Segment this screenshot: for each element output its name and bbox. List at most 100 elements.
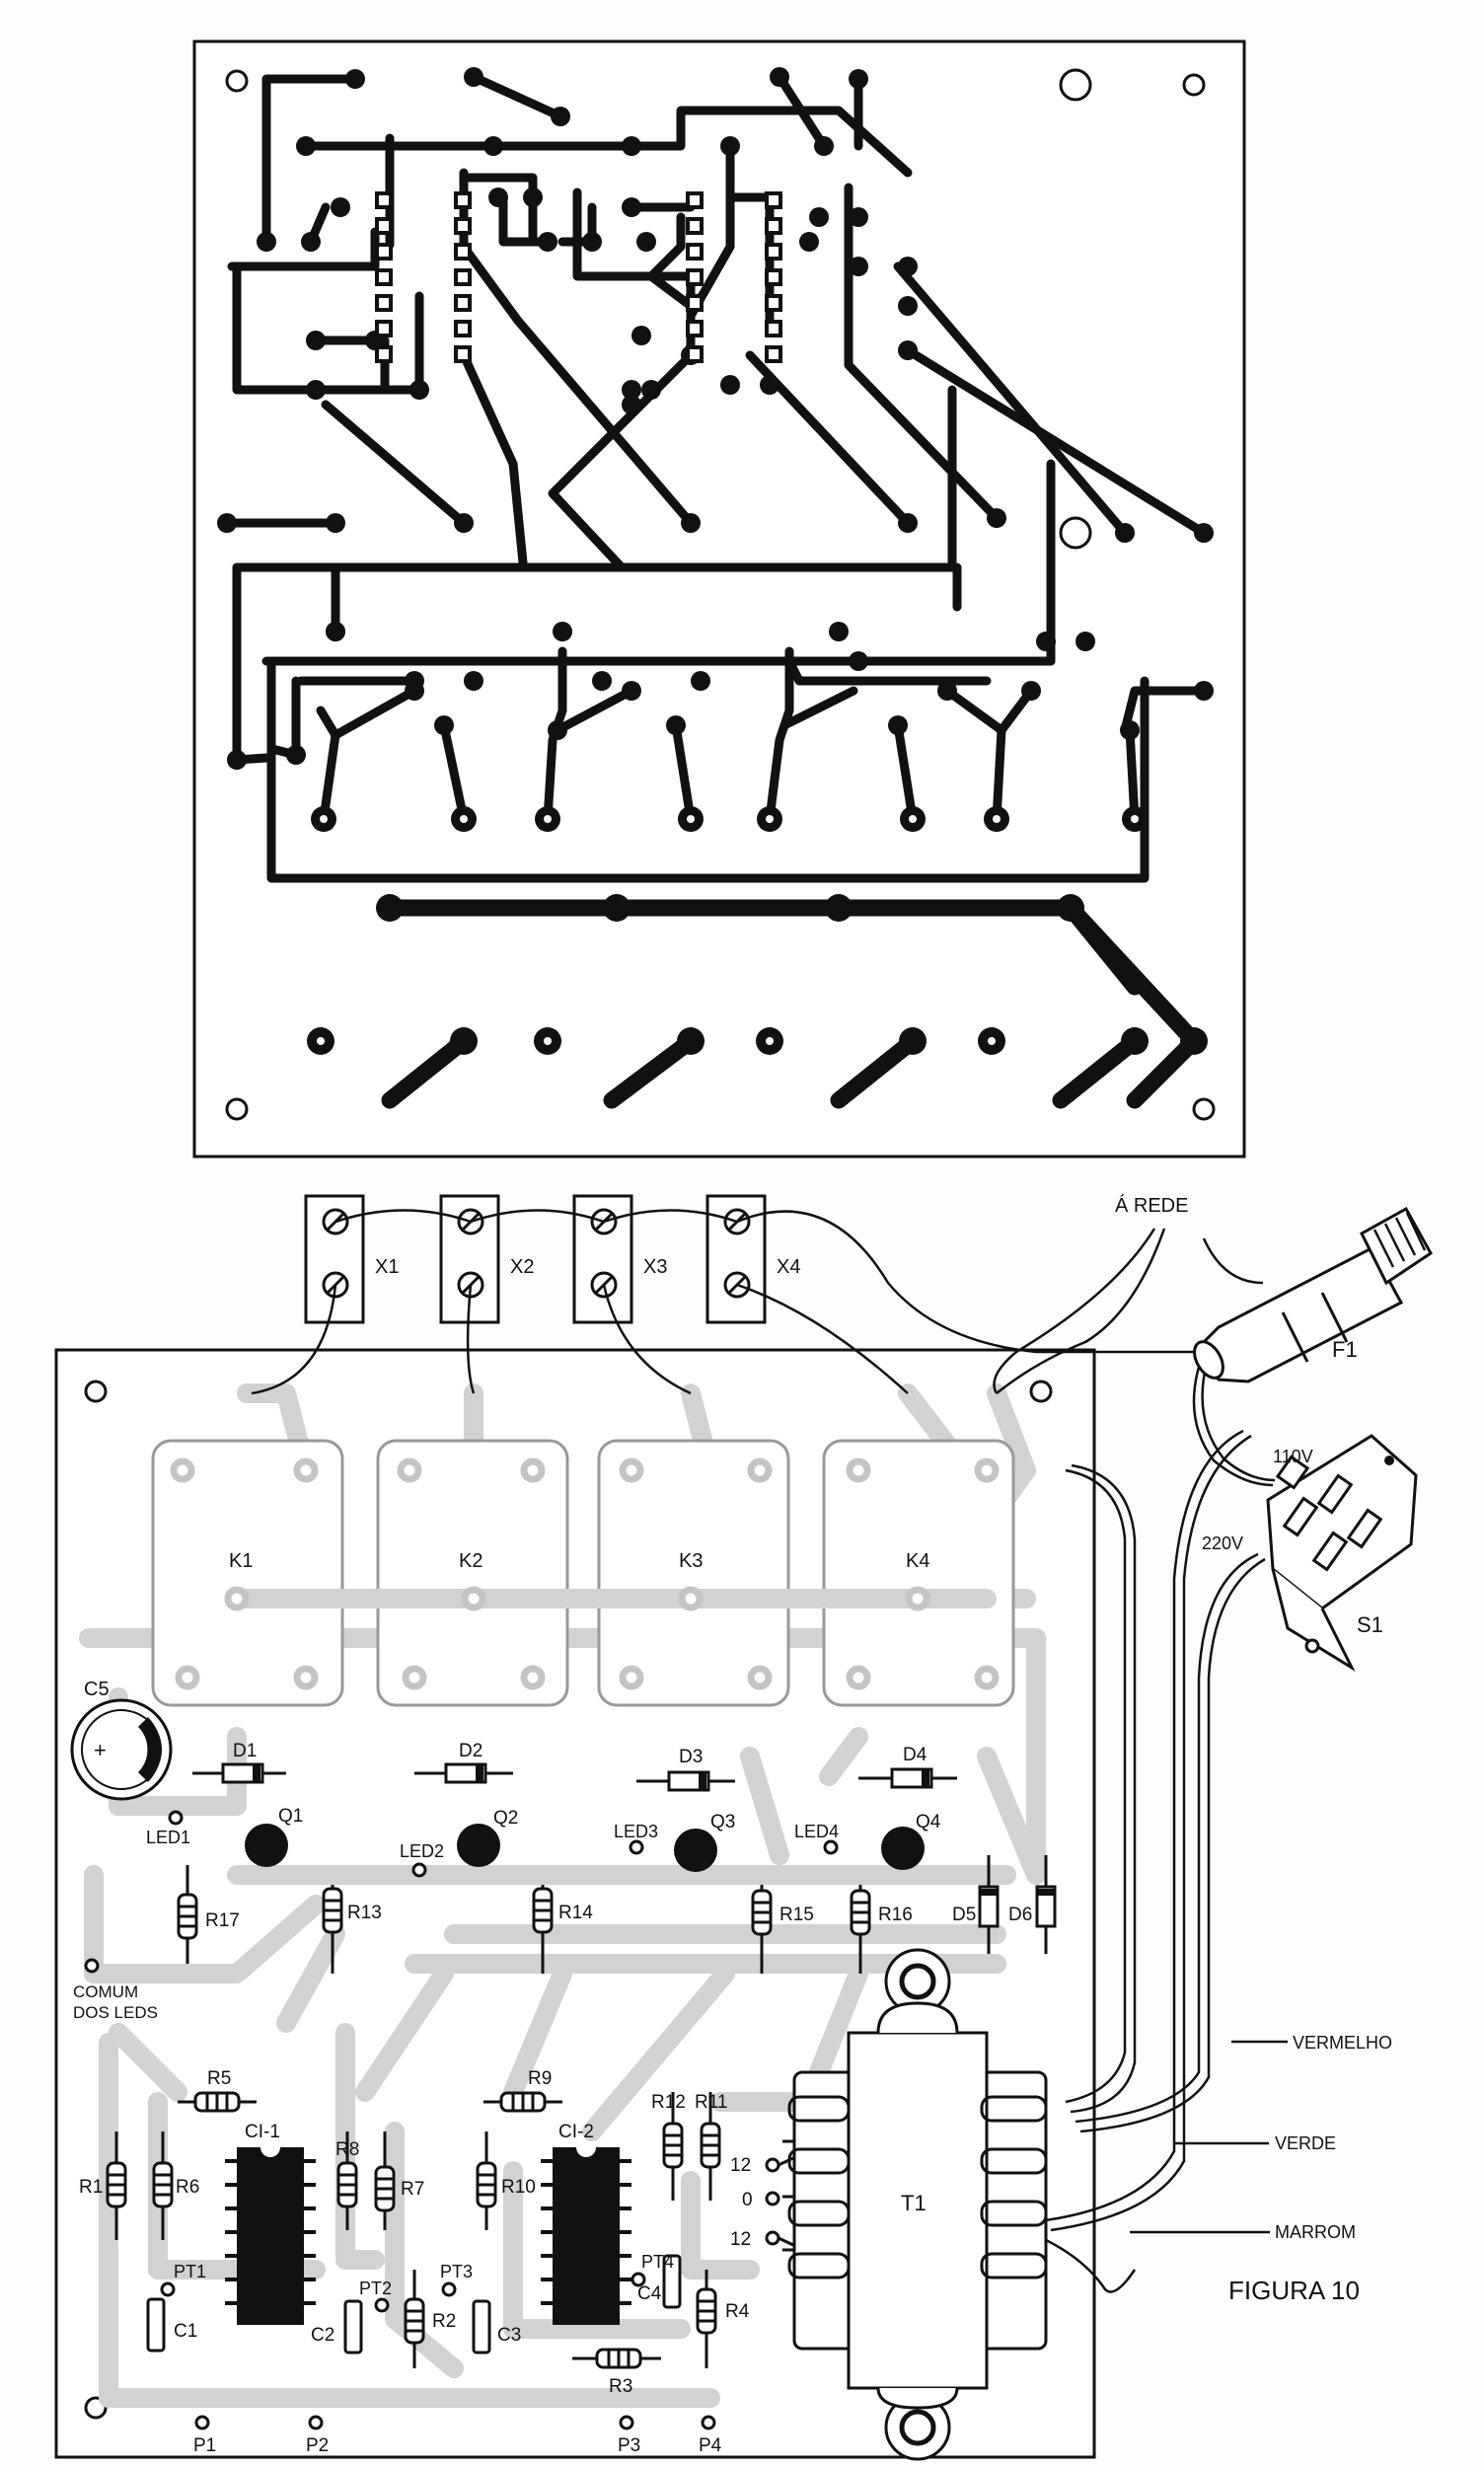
relay-k4 xyxy=(822,1439,1015,1707)
label-r10: R10 xyxy=(501,2177,536,2198)
label-r4: R4 xyxy=(725,2301,750,2322)
label-k1: K1 xyxy=(229,1550,253,1572)
label-r5: R5 xyxy=(207,2068,231,2089)
label-p4: P4 xyxy=(699,2435,722,2456)
label-r15: R15 xyxy=(779,1905,814,1925)
transistor-q2 xyxy=(457,1824,500,1867)
figure-caption: FIGURA 10 xyxy=(1228,2276,1360,2305)
label-r2: R2 xyxy=(432,2311,456,2332)
ic-ci-1 xyxy=(225,2147,316,2325)
copper-board-outline xyxy=(192,39,1246,1159)
svg-text:+: + xyxy=(94,1738,107,1762)
label-c5: C5 xyxy=(84,1679,110,1700)
label-c2: C2 xyxy=(311,2325,334,2346)
label-t1: T1 xyxy=(901,2191,927,2215)
label-r8: R8 xyxy=(335,2139,359,2160)
label-d1: D1 xyxy=(233,1741,257,1761)
label-tap-12a: 12 xyxy=(730,2155,751,2176)
copper-board xyxy=(192,39,1246,1159)
label-comum: COMUM xyxy=(73,1982,138,2001)
label-r7: R7 xyxy=(401,2179,424,2200)
capacitor-c1 xyxy=(146,2297,166,2353)
label-r11: R11 xyxy=(695,2092,727,2113)
label-c3: C3 xyxy=(497,2325,521,2346)
label-r3: R3 xyxy=(609,2376,632,2397)
label-tap-12b: 12 xyxy=(730,2229,751,2250)
label-d4: D4 xyxy=(903,1745,928,1765)
mount-hole xyxy=(1059,68,1092,102)
label-ci1: CI-1 xyxy=(245,2122,280,2142)
label-pt4: PT4 xyxy=(641,2252,674,2272)
label-r6: R6 xyxy=(176,2177,199,2198)
label-x1: X1 xyxy=(375,1256,399,1278)
fuse-holder-f1 xyxy=(1191,1206,1433,1383)
label-led1: LED1 xyxy=(146,1828,190,1847)
label-led2: LED2 xyxy=(400,1841,444,1861)
label-x3: X3 xyxy=(643,1256,667,1278)
label-vermelho: VERMELHO xyxy=(1293,2033,1392,2053)
transistor-q3 xyxy=(674,1829,717,1872)
label-q2: Q2 xyxy=(493,1808,518,1829)
label-r13: R13 xyxy=(347,1903,382,1923)
label-c4: C4 xyxy=(637,2283,662,2304)
label-dos-leds: DOS LEDS xyxy=(73,2003,158,2022)
label-tap-0: 0 xyxy=(742,2190,753,2210)
label-d3: D3 xyxy=(679,1747,703,1767)
ic-ci-2 xyxy=(541,2147,631,2325)
label-r12: R12 xyxy=(651,2092,686,2113)
label-verde: VERDE xyxy=(1275,2133,1336,2153)
label-led3: LED3 xyxy=(614,1822,658,1841)
label-110v: 110V xyxy=(1273,1447,1313,1466)
label-d5: D5 xyxy=(952,1905,976,1925)
relay-k3 xyxy=(597,1439,790,1707)
switch-s1 xyxy=(1266,1434,1418,1673)
label-ci2: CI-2 xyxy=(558,2122,594,2142)
label-pt3: PT3 xyxy=(440,2262,473,2281)
capacitor-c3 xyxy=(472,2299,491,2355)
label-r17: R17 xyxy=(205,1910,240,1931)
label-pt1: PT1 xyxy=(174,2262,206,2281)
label-d6: D6 xyxy=(1008,1905,1032,1925)
label-r14: R14 xyxy=(558,1903,593,1923)
mount-hole xyxy=(1182,73,1206,97)
capacitor-c4 xyxy=(662,2254,682,2309)
label-k2: K2 xyxy=(459,1550,482,1572)
transistor-q4 xyxy=(881,1827,925,1870)
mount-hole xyxy=(1192,1097,1216,1121)
label-f1: F1 xyxy=(1332,1337,1358,1362)
label-220v: 220V xyxy=(1202,1533,1243,1553)
label-k4: K4 xyxy=(906,1550,929,1572)
label-s1: S1 xyxy=(1357,1612,1383,1637)
component-board: + xyxy=(54,1348,1096,2461)
label-x4: X4 xyxy=(777,1256,800,1278)
transistor-q1 xyxy=(245,1824,288,1867)
relay-k2 xyxy=(376,1439,569,1707)
capacitor-c5: + xyxy=(70,1698,173,1801)
mount-hole xyxy=(225,69,249,93)
label-marrom: MARROM xyxy=(1275,2222,1356,2242)
relay-k1 xyxy=(151,1439,344,1707)
label-r9: R9 xyxy=(528,2068,552,2089)
label-d2: D2 xyxy=(459,1741,482,1761)
label-pt2: PT2 xyxy=(359,2279,392,2298)
transformer-t1 xyxy=(765,1948,1048,2461)
label-p3: P3 xyxy=(618,2435,640,2456)
label-r1: R1 xyxy=(79,2177,103,2198)
label-k3: K3 xyxy=(679,1550,703,1572)
mount-hole xyxy=(1059,516,1092,550)
label-p1: P1 xyxy=(193,2435,216,2456)
labels: X1 X2 X3 X4 Á REDE F1 110V 220V S1 K1 K2… xyxy=(73,1194,1392,2456)
label-q1: Q1 xyxy=(278,1806,303,1827)
label-x2: X2 xyxy=(510,1256,534,1278)
label-q3: Q3 xyxy=(710,1812,735,1832)
label-led4: LED4 xyxy=(794,1822,839,1841)
capacitor-c2 xyxy=(343,2299,363,2355)
label-r16: R16 xyxy=(878,1905,913,1925)
label-c1: C1 xyxy=(174,2321,197,2342)
label-a-rede: Á REDE xyxy=(1115,1194,1188,1217)
label-p2: P2 xyxy=(306,2435,329,2456)
label-q4: Q4 xyxy=(916,1812,941,1832)
wiring xyxy=(251,1209,1288,2293)
mount-hole xyxy=(225,1097,249,1121)
